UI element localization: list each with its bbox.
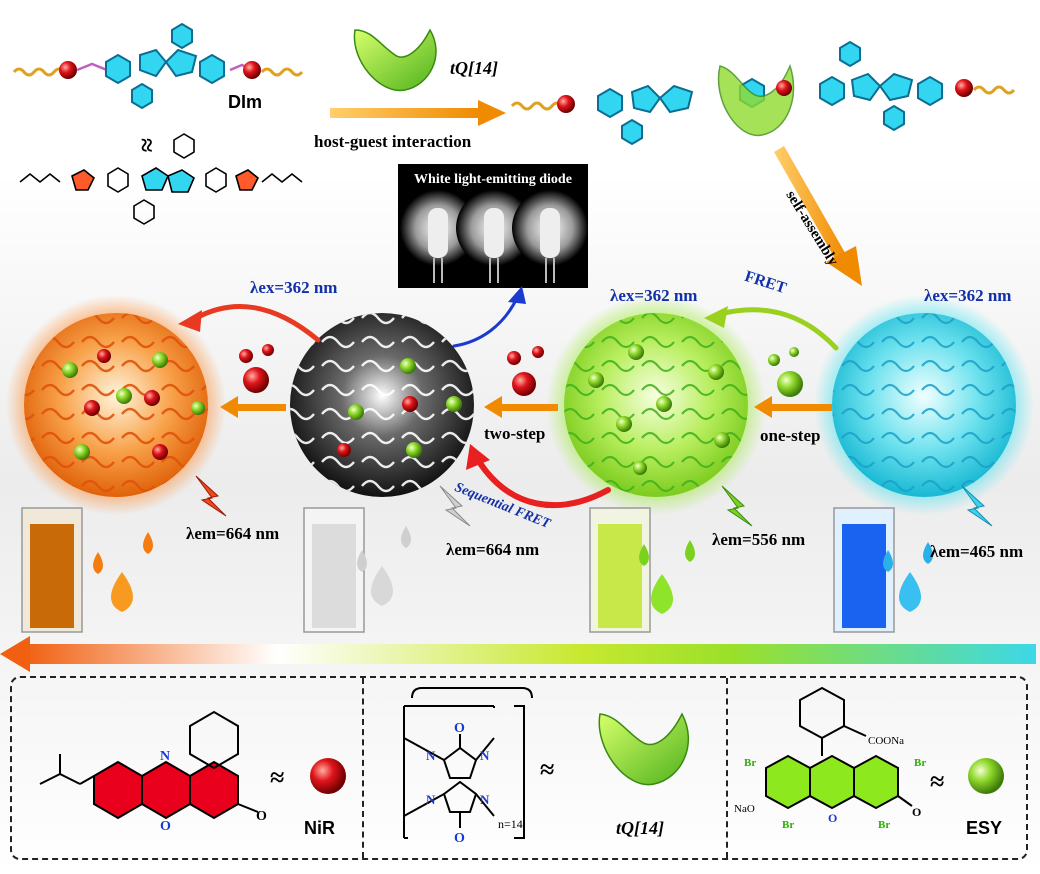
- step-arrows: [220, 396, 832, 418]
- lightning-bolts: [195, 475, 993, 527]
- tq14-label: tQ[14]: [450, 58, 498, 78]
- two-step-label: two-step: [484, 424, 546, 443]
- esy-atom-br3: Br: [782, 819, 794, 831]
- dim-structure: [19, 133, 303, 225]
- esy-atom-nao: NaO: [734, 803, 755, 815]
- self-assembly-arrow: [774, 146, 862, 286]
- esy-atom-br1: Br: [744, 757, 756, 769]
- esy-atom-br4: Br: [878, 819, 890, 831]
- nir-structure: N O O ≈: [39, 710, 346, 834]
- esy-structure: COONa Br Br Br Br NaO O O ≈: [734, 686, 1004, 831]
- nanoparticle-orange: [6, 295, 226, 515]
- top-schematic: ≈: [12, 22, 1016, 286]
- host-guest-arrow: [330, 100, 506, 126]
- cuvettes: [21, 507, 895, 633]
- excitation-label-3: λex=362 nm: [924, 286, 1012, 305]
- tq-atom-n2: N: [480, 748, 490, 763]
- wavelength-gradient-arrow: [24, 644, 1036, 664]
- tq14-structure: O O N N N N n=14 ≈: [403, 687, 690, 846]
- guest-beads: [239, 344, 803, 397]
- tq14-legend-label: tQ[14]: [616, 818, 664, 838]
- host-guest-label: host-guest interaction: [314, 132, 472, 151]
- tq-approx: ≈: [540, 755, 554, 784]
- tq-atom-n4: N: [480, 792, 490, 807]
- led-title: White light-emitting diode: [414, 172, 572, 187]
- nanoparticle-green: [546, 295, 766, 515]
- emission-label-2: λem=664 nm: [446, 540, 540, 559]
- droplets: [93, 526, 933, 614]
- esy-atom-br2: Br: [914, 757, 926, 769]
- esy-atom-o-ring: O: [828, 811, 837, 825]
- tq-atom-n1: N: [426, 748, 436, 763]
- excitation-label-2: λex=362 nm: [610, 286, 698, 305]
- nir-atom-ketone: O: [256, 809, 267, 824]
- excitation-label-1: λex=362 nm: [250, 278, 338, 297]
- tq14-host-icon: [353, 28, 437, 92]
- esy-label: ESY: [966, 818, 1003, 838]
- tq-atom-o-top: O: [454, 721, 465, 736]
- fret-arrows: [178, 286, 839, 509]
- legend-divider-1: [362, 678, 364, 858]
- nir-approx: ≈: [270, 763, 284, 792]
- nanoparticle-scheme: [6, 286, 1034, 633]
- wavelength-arrow-head: [0, 636, 30, 672]
- nanoparticle-white: [290, 313, 474, 497]
- tq-atom-n3: N: [426, 792, 436, 807]
- dim-chain-left: [12, 22, 304, 110]
- emission-label-4: λem=465 nm: [930, 542, 1024, 561]
- legend-box: [10, 676, 1028, 860]
- nir-label: NiR: [304, 818, 335, 838]
- tq-repeat-n: n=14: [498, 817, 523, 831]
- nir-atom-o: O: [160, 819, 171, 834]
- emission-label-3: λem=556 nm: [712, 530, 806, 549]
- tq-atom-o-bottom: O: [454, 831, 465, 846]
- nanoparticle-cyan: [814, 295, 1034, 515]
- emission-label-1: λem=664 nm: [186, 524, 280, 543]
- approx-symbol: ≈: [132, 138, 161, 152]
- led-bulbs: [400, 190, 588, 283]
- esy-atom-coona: COONa: [868, 735, 904, 747]
- esy-atom-o-ketone: O: [912, 805, 921, 819]
- dim-label: DIm: [228, 92, 263, 112]
- legend-divider-2: [726, 678, 728, 858]
- esy-approx: ≈: [930, 767, 944, 796]
- dim-chain-right: [510, 40, 1016, 146]
- one-step-label: one-step: [760, 426, 821, 445]
- led-panel: White light-emitting diode: [398, 164, 588, 288]
- nir-atom-n: N: [160, 749, 170, 764]
